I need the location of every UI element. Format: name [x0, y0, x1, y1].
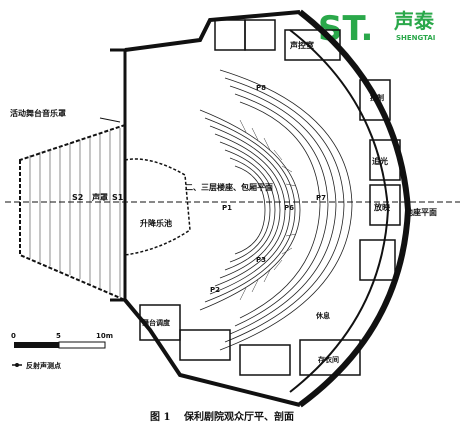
right-room-4 — [359, 239, 396, 281]
top-room-b — [244, 19, 276, 51]
label-cloakroom: 存衣间 — [318, 355, 339, 364]
label-p3: P3 — [256, 256, 266, 264]
legend: 反射声测点 — [12, 361, 61, 370]
stalls-seating — [199, 109, 301, 311]
right-room-2 — [369, 139, 401, 181]
logo-mark: ST. — [318, 9, 373, 49]
label-lounge: 休息 — [315, 311, 330, 320]
canopy-hatch — [29, 128, 121, 297]
label-s1: S1 — [112, 193, 124, 202]
reflection-point-icon — [15, 363, 19, 367]
stage-canopy — [19, 117, 126, 302]
caption-fig: 图 1 — [150, 411, 170, 423]
upper-left-wall — [124, 10, 301, 52]
rear-curved-wall — [298, 9, 412, 408]
bottom-room-b — [239, 344, 291, 376]
label-lift-pit: 升降乐池 — [140, 218, 172, 228]
stage-control-room — [139, 304, 181, 341]
caption-title: 保利剧院观众厅平、剖面 — [183, 410, 294, 423]
top-room-a — [214, 19, 246, 51]
logo-name-cn: 声泰 — [393, 9, 435, 33]
bottom-room-a — [179, 329, 231, 361]
label-control-room: 声控室 — [289, 40, 314, 50]
label-lighting-room: 控制 — [370, 93, 384, 102]
logo-name-en: SHENGTAI — [396, 34, 435, 42]
label-stage-control: 舞台调度 — [142, 318, 171, 327]
right-room-3 — [369, 184, 401, 226]
rear-curved-wall-inner — [289, 29, 390, 393]
lower-left-wall — [123, 298, 301, 407]
label-movable-canopy: 活动舞台音乐罩 — [10, 108, 66, 118]
plan-labels: 活动舞台音乐罩 S2 声罩 S1 升降乐池 二、三层楼座、包厢平面 P1 P2 … — [10, 40, 437, 364]
label-projection: 放映 — [373, 202, 391, 212]
figure-caption: 图 1 保利剧院观众厅平、剖面 — [150, 410, 294, 423]
label-balcony-plan: 二、三层楼座、包厢平面 — [185, 182, 273, 192]
orchestra-pit — [124, 158, 191, 256]
balcony-seating — [219, 69, 353, 351]
scale-tick-10: 10m — [96, 332, 113, 340]
label-p7: P7 — [316, 194, 326, 202]
control-room — [284, 29, 341, 61]
right-room-1 — [359, 79, 391, 121]
scale-tick-5: 5 — [56, 332, 61, 340]
label-p2: P2 — [210, 286, 220, 294]
label-p1: P1 — [222, 204, 232, 212]
label-ground-floor-plan: 池座平面 — [405, 207, 437, 217]
legend-reflection-point: 反射声测点 — [26, 361, 61, 370]
scale-tick-0: 0 — [11, 332, 16, 340]
canopy-arrow — [99, 117, 121, 123]
bottom-room-c — [299, 339, 361, 376]
scale-bar: 0 5 10m — [11, 332, 113, 349]
shengtai-logo: ST. 声泰 SHENGTAI — [318, 9, 435, 49]
stage-house-wall — [110, 48, 127, 302]
label-p6: P6 — [284, 204, 294, 212]
outer-walls — [110, 9, 412, 408]
label-stage-tai: 声罩 — [91, 192, 108, 202]
label-p8: P8 — [256, 84, 266, 92]
rooms — [139, 19, 401, 376]
label-follow-spot: 追光 — [372, 156, 388, 166]
canopy-outline — [19, 123, 126, 302]
label-s2: S2 — [72, 193, 83, 202]
